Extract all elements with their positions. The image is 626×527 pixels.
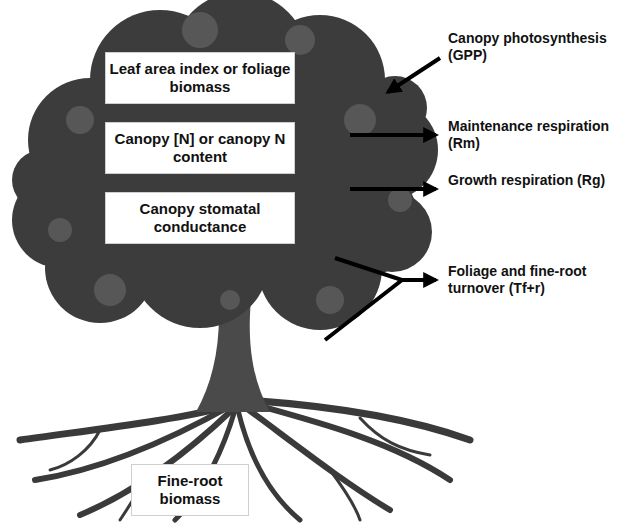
output-flux-label: Canopy photosynthesis (GPP) [448,30,620,64]
turnover-bracket [325,258,402,340]
turnover-arrow [400,278,436,282]
box-text: Leaf area index or foliage biomass [106,60,294,96]
output-flux-label: Growth respiration (Rg) [448,172,620,189]
canopy-variable-box: Canopy stomatal conductance [105,192,295,244]
box-text: Canopy [N] or canopy N content [106,130,294,166]
box-text: Canopy stomatal conductance [106,200,294,236]
canopy-variable-box: Canopy [N] or canopy N content [105,122,295,174]
output-flux-label: Foliage and fine-root turnover (Tf+r) [448,263,620,297]
tree-roots [20,400,470,520]
box-text: Fine-root biomass [132,472,248,508]
output-flux-label: Maintenance respiration (Rm) [448,118,620,152]
rm-arrow [350,133,436,137]
gpp-arrow [388,58,440,92]
tree-canopy [12,0,438,330]
root-variable-box: Fine-root biomass [131,464,249,516]
canopy-variable-box: Leaf area index or foliage biomass [105,52,295,104]
rg-arrow [350,187,436,191]
canopy-highlights [48,12,412,314]
output-arrows [325,58,440,340]
